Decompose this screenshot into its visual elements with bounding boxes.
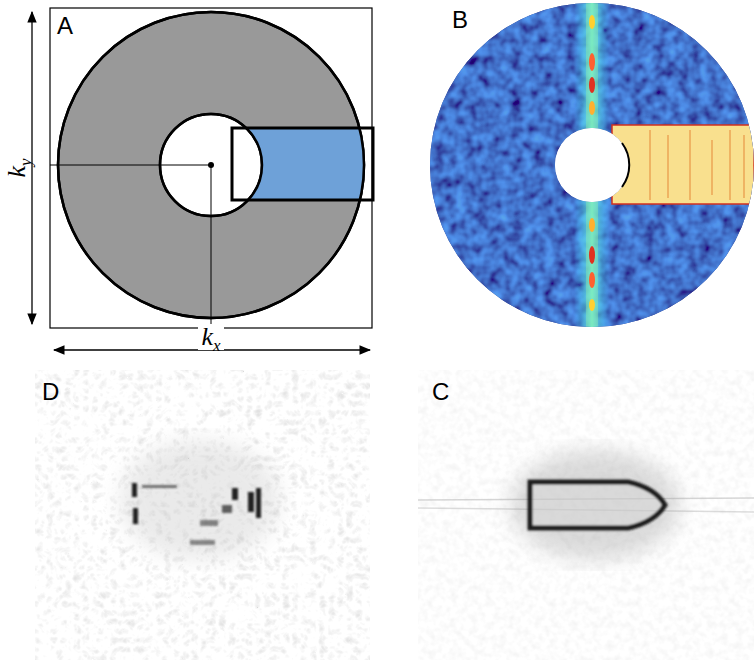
axis-subscript: y bbox=[17, 158, 34, 166]
panel-letter: C bbox=[432, 380, 449, 404]
axis-label: ky bbox=[4, 155, 30, 180]
axis-symbol: k bbox=[201, 324, 213, 350]
panel-letter: B bbox=[452, 8, 468, 32]
reconstruction-image bbox=[35, 370, 370, 660]
panel-letter: A bbox=[57, 14, 73, 38]
kspace-schematic bbox=[32, 8, 373, 350]
panel-letter: D bbox=[42, 380, 59, 404]
kspace-data-image bbox=[430, 0, 754, 330]
reconstruction-image bbox=[418, 370, 754, 660]
axis-subscript: x bbox=[213, 337, 221, 354]
axis-label: kx bbox=[198, 324, 223, 350]
axis-symbol: k bbox=[4, 166, 30, 178]
